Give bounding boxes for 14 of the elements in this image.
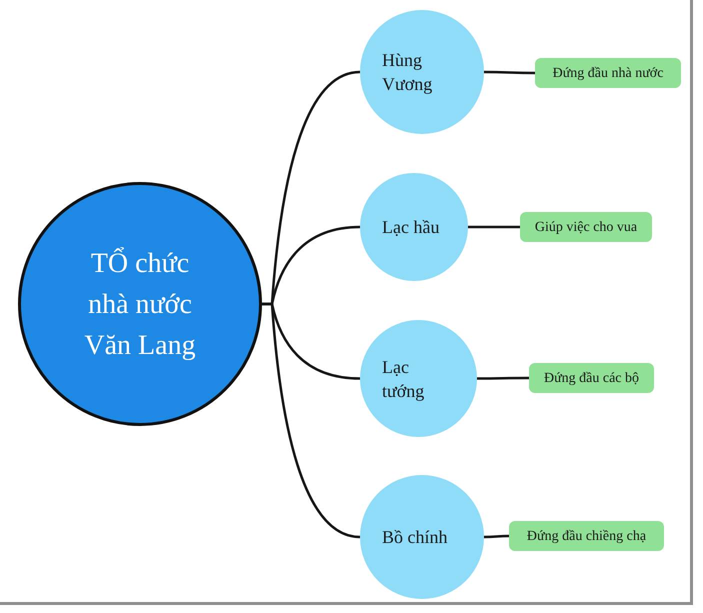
connector-line [484, 70, 535, 74]
topic-label: Hùng Vương [382, 49, 434, 96]
topic-label: Lạc tướng [382, 356, 426, 402]
connector-line [484, 534, 509, 538]
description-tag: Đứng đầu nhà nước [535, 58, 681, 88]
topic-label: Lạc hầu [382, 216, 440, 239]
connector-line [262, 302, 360, 538]
description-tag: Đứng đầu chiềng chạ [509, 521, 664, 551]
description-tag: Giúp việc cho vua [520, 212, 652, 242]
connector-line [468, 226, 520, 228]
central-topic-label: TỔ chức nhà nước Văn Lang [83, 246, 197, 362]
connector-line [477, 376, 529, 380]
description-tag: Đứng đầu các bộ [529, 363, 654, 393]
topic-label: Bồ chính [382, 526, 448, 549]
